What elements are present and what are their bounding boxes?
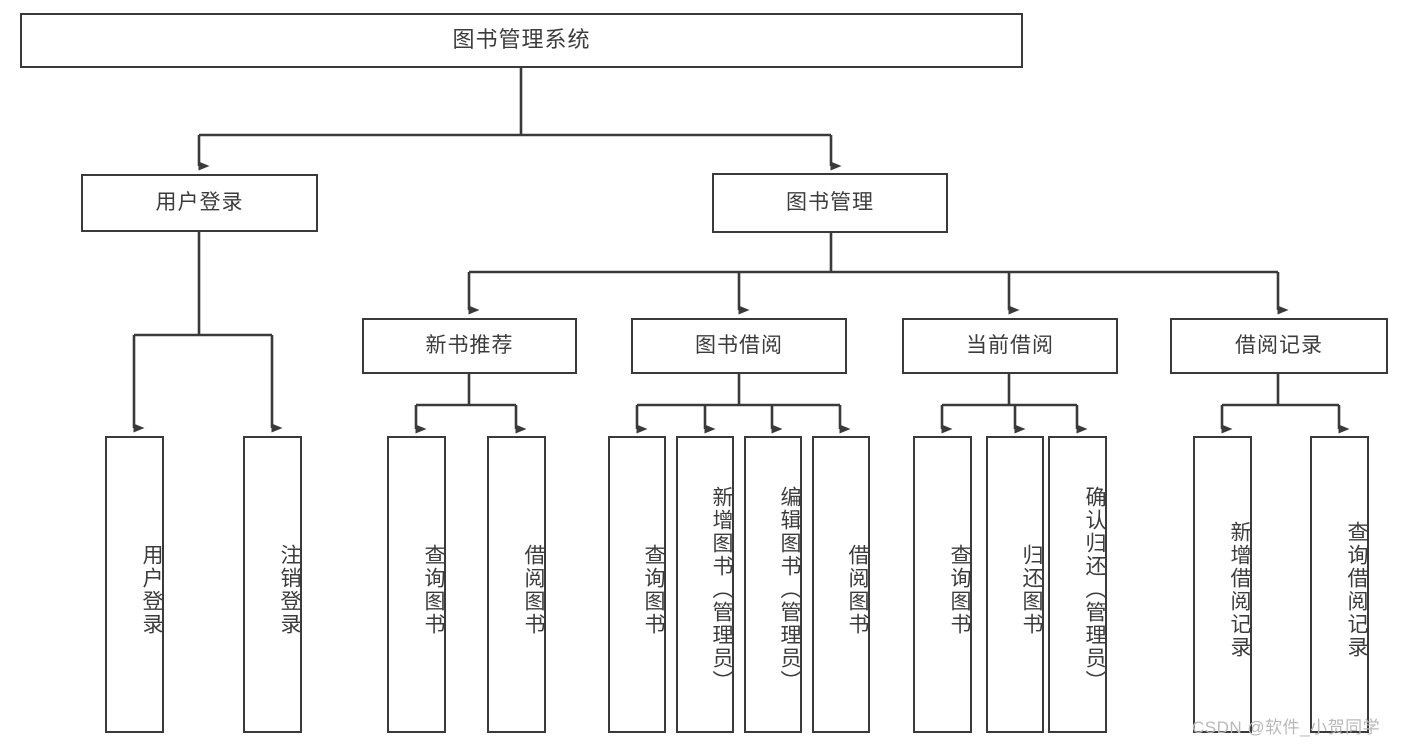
node-label: 编辑图书（管理员） [778, 486, 801, 693]
leaf-query-book-borrow[interactable]: 查询图书 [608, 436, 666, 733]
node-label: 查询图书 [948, 543, 971, 636]
node-label: 借阅图书 [522, 543, 545, 636]
node-label: 用户登录 [155, 191, 244, 215]
leaf-borrow-book[interactable]: 借阅图书 [812, 436, 870, 733]
node-current-borrow[interactable]: 当前借阅 [902, 318, 1118, 374]
leaf-add-borrow-record[interactable]: 新增借阅记录 [1193, 436, 1252, 733]
leaf-query-borrow-record[interactable]: 查询借阅记录 [1310, 436, 1369, 733]
node-book-management[interactable]: 图书管理 [712, 173, 948, 233]
node-label: 用户登录 [140, 543, 163, 636]
node-label: 确认归还（管理员） [1083, 486, 1106, 693]
node-borrow-record[interactable]: 借阅记录 [1170, 318, 1388, 374]
node-root-system[interactable]: 图书管理系统 [20, 13, 1023, 68]
leaf-return-book[interactable]: 归还图书 [986, 436, 1044, 733]
node-label: 查询借阅记录 [1345, 520, 1368, 659]
leaf-edit-book-admin[interactable]: 编辑图书（管理员） [744, 436, 802, 733]
node-user-login[interactable]: 用户登录 [81, 174, 318, 232]
node-label: 借阅记录 [1235, 334, 1323, 358]
leaf-borrow-book-recommend[interactable]: 借阅图书 [487, 436, 546, 733]
watermark-text: CSDN @软件_小贺同学 [1192, 718, 1381, 737]
node-label: 当前借阅 [966, 334, 1054, 358]
node-label: 借阅图书 [846, 543, 869, 636]
node-new-book-recommend[interactable]: 新书推荐 [362, 318, 577, 374]
leaf-query-book-recommend[interactable]: 查询图书 [387, 436, 446, 733]
leaf-add-book-admin[interactable]: 新增图书（管理员） [676, 436, 734, 733]
node-label: 新增图书（管理员） [710, 486, 733, 693]
leaf-confirm-return-admin[interactable]: 确认归还（管理员） [1048, 436, 1107, 733]
node-label: 新书推荐 [425, 334, 514, 358]
leaf-query-book-current[interactable]: 查询图书 [913, 436, 972, 733]
node-label: 新增借阅记录 [1228, 520, 1251, 659]
node-label: 图书管理系统 [452, 27, 591, 53]
node-label: 注销登录 [278, 543, 301, 636]
node-book-borrow[interactable]: 图书借阅 [631, 318, 847, 374]
node-label: 归还图书 [1020, 543, 1043, 636]
node-label: 查询图书 [422, 543, 445, 636]
leaf-user-logout[interactable]: 注销登录 [243, 436, 302, 733]
node-label: 查询图书 [642, 543, 665, 636]
leaf-user-login[interactable]: 用户登录 [105, 436, 164, 733]
node-label: 图书借阅 [695, 334, 783, 358]
node-label: 图书管理 [786, 191, 874, 215]
csdn-watermark: CSDN @软件_小贺同学 [1192, 713, 1380, 738]
